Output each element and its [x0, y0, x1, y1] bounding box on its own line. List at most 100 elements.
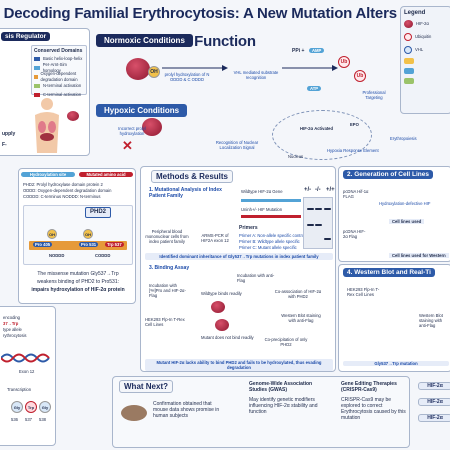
erythro-text: rythrocytosis [3, 333, 27, 338]
bhlh-swatch [34, 56, 40, 61]
cell-lines-used-label: Cell lines used [389, 219, 425, 225]
next-panel: What Next? Confirmation obtained that mo… [112, 376, 410, 448]
ppi-label: PPi + [292, 48, 305, 54]
summary-line: The missense mutation Gly537→Trp [37, 271, 119, 277]
hif-side-label: HIF-2α [418, 382, 450, 390]
hif-side-label: HIF-2α [418, 414, 450, 422]
oh-badge: OH [47, 229, 57, 239]
legend-title: Legend [404, 10, 426, 16]
legend-label: HIF-2α [416, 20, 429, 26]
hif-activated-label: HIF-2α Activated [300, 126, 334, 131]
codon-number: 538 [39, 417, 46, 422]
hif2a-icon [404, 19, 413, 28]
summary-line-bold: impairs hydroxylation of HIF-2α protein [31, 287, 125, 293]
primer-item: Primer B: Wildtype allele specific [239, 239, 300, 244]
hypoxic-header: Hypoxic Conditions [96, 104, 188, 117]
vhl-text: VHL mediated substrate recognition [233, 70, 279, 81]
gel-band [315, 224, 322, 226]
hydrox-defective-label: Hydroxylation-defective HIF [379, 201, 431, 206]
allele-type-text: type allele [3, 327, 22, 332]
nucleus-shape [272, 110, 372, 160]
primers-title: Primers [239, 225, 258, 231]
pro405-label: Pro 405 [33, 242, 53, 248]
regulator-header: sis Regulator [1, 32, 51, 41]
domain-item: Basic helix-loop-helix [43, 55, 83, 61]
nucleus-label: Nucleus [288, 154, 304, 159]
mut-binds-text: Mutant does not bind readily [201, 335, 254, 340]
step1-result: Identified dominant inheritance of Gly53… [145, 253, 333, 261]
hif2a-protein-icon [215, 319, 229, 331]
next-header: What Next? [119, 380, 173, 393]
conserved-label: Conserved Domains [34, 48, 83, 54]
dna-helix-illustration [1, 353, 50, 363]
methods-header: Methods & Results [151, 170, 234, 183]
western-text: Western Blot staining with anti-Flag [281, 313, 321, 324]
nls-recognition-text: Recognition of Nuclear Localization Sign… [215, 140, 259, 151]
hydroxylation-site-label: Hydroxylation site [21, 172, 75, 178]
mouse-text: Confirmation obtained that mouse data sh… [153, 401, 220, 419]
atp-label: ATP [307, 86, 322, 92]
f-label: F- [2, 142, 7, 148]
incorrect-hydroxylation-text: Incorrect prolyl hydroxylation [118, 126, 146, 137]
erythropoiesis-label: Erythropoiesis [390, 136, 417, 141]
oh-icon [404, 58, 414, 64]
hek-text: HEK293 Flp-In T-Rex Cell Lines [145, 317, 185, 328]
phd2-label: PHD2 [85, 207, 112, 218]
primer-item: Primer A: Non-allele specific control [239, 233, 306, 238]
coprecip-text: Co-precipitation of only PHD2 [264, 337, 308, 348]
hre-label: Hypoxia Response Element [327, 148, 379, 153]
hek2-text: HEK293 Flp-In T-Rex Cell Lines [347, 287, 380, 298]
gel-band [324, 238, 331, 240]
oh-badge: OH [83, 229, 93, 239]
gwas-title: Genome-Wide Association Studies (GWAS) [249, 381, 313, 393]
gwas-text: May identify genetic modifiers influenci… [249, 397, 318, 415]
cell-lines-western-label: Cell lines used for Western [389, 253, 449, 259]
domain-item: Per-Arnt-Sim homology [42, 62, 67, 73]
abbrev-line: PHD2: Prolyl hydroxylase domain protein … [23, 182, 103, 187]
mouse-icon [121, 405, 147, 421]
protein-diagram-box [23, 205, 133, 265]
ubiquitin-icon [404, 32, 412, 41]
wb2-text: Western Blot staining with anti-Flag [419, 313, 443, 329]
oh-badge: OH [148, 66, 160, 78]
gel-band [324, 208, 331, 210]
gel-band [307, 224, 314, 226]
gel-label: +/+ [326, 187, 335, 193]
gel-label: -/- [315, 187, 321, 193]
pcdna2-label: pcDNA HIF-2α Flag [343, 229, 366, 240]
step3-title: 3. Binding Assay [149, 265, 190, 271]
normoxic-header: Normoxic Conditions [96, 34, 193, 47]
gel-band [307, 208, 314, 210]
methods-panel: Methods & Results 1. Mutational Analysis… [140, 166, 336, 372]
legend-panel: Legend HIF-2α Ubiquitin VHL [400, 6, 450, 114]
page-title: Decoding Familial Erythrocytosis: A New … [0, 0, 450, 50]
epo-label: EPO [350, 122, 359, 127]
hif2a-protein-icon [126, 58, 150, 80]
odd-swatch [34, 74, 38, 79]
allele-panel: encoding 37→Trp type allele rythrocytosi… [0, 306, 56, 446]
noddd-label: NODDD [49, 253, 65, 258]
step2-header: 2. Generation of Cell Lines [343, 170, 433, 179]
trp-text: 37→Trp [3, 321, 19, 326]
mutation-panel: Hydroxylation site Mutated amino acid PH… [18, 168, 136, 304]
dna-icon [404, 78, 414, 84]
transcription-label: Transcription [7, 387, 32, 392]
gel-image [303, 197, 333, 249]
pas-swatch [34, 65, 40, 70]
exon-label: Exon 12 [19, 369, 35, 374]
cta-swatch [34, 92, 40, 97]
mutated-aa-label: Mutated amino acid [79, 172, 133, 178]
wt-binds-text: Wildtype binds readily [201, 291, 242, 296]
gene-bar [241, 215, 301, 218]
normoxic-arrows [162, 65, 338, 71]
gel-band [315, 208, 322, 210]
step4-result: Gly537→Trp mutation [343, 361, 449, 367]
domain-item: N-terminal activation [43, 82, 82, 88]
codon-trp: Trp [25, 401, 37, 413]
nta-swatch [34, 83, 40, 88]
codon-number: 536 [11, 417, 18, 422]
domain-item: C-terminal activation [43, 91, 82, 97]
wt-gene-label: Wildtype HIF-2α Gene [241, 189, 283, 194]
coassoc-text: Co-association of HIF-2α with PHD2 [274, 289, 322, 300]
gene-bar [241, 199, 301, 202]
